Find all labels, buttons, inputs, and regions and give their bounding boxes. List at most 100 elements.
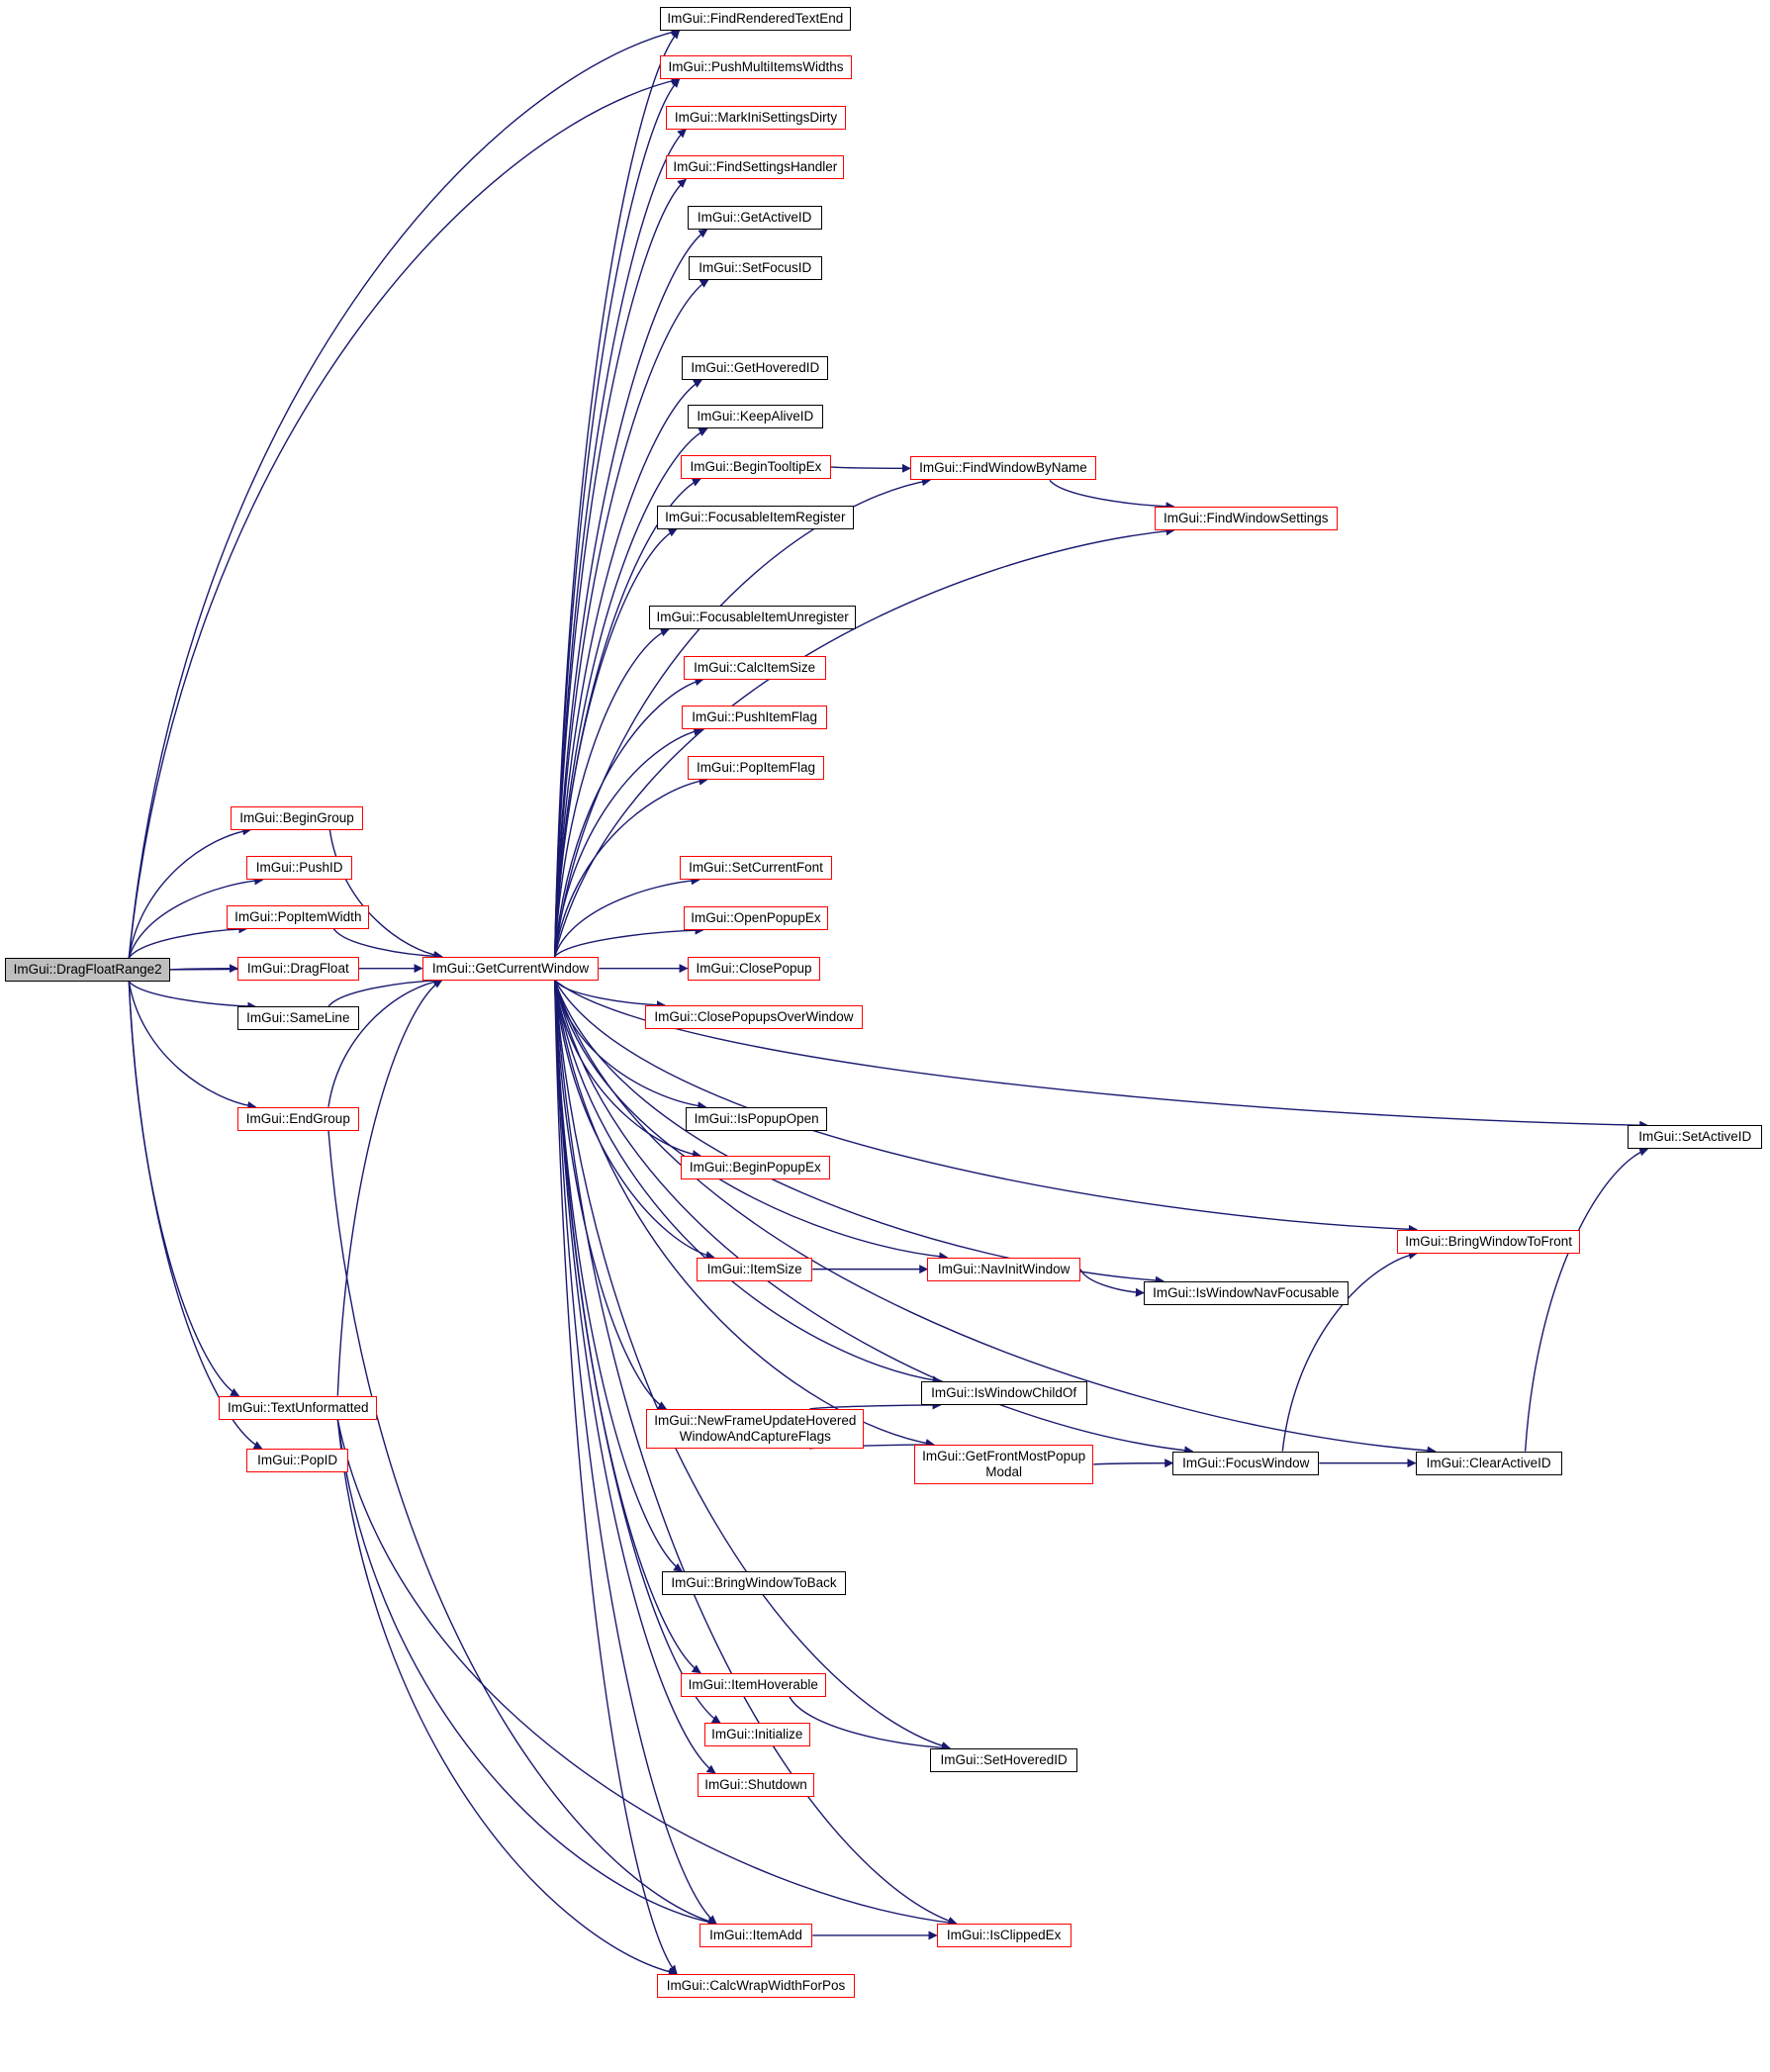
node-focusable-item-unregister[interactable]: ImGui::FocusableItemUnregister [648,605,857,629]
node-find-settings-handler[interactable]: ImGui::FindSettingsHandler [666,155,845,180]
node-get-active-id[interactable]: ImGui::GetActiveID [687,205,822,230]
edge-GetCurrentWindow-to-SetActiveID [554,980,1649,1130]
node-set-current-font[interactable]: ImGui::SetCurrentFont [679,856,833,881]
edge-DragFloatRange2-to-TextUnformatted [128,981,240,1397]
node-open-popup-ex[interactable]: ImGui::OpenPopupEx [683,905,829,930]
node-is-window-child-of[interactable]: ImGui::IsWindowChildOf [920,1380,1087,1405]
node-nav-init-window[interactable]: ImGui::NavInitWindow [927,1257,1080,1281]
node-begin-tooltip-ex[interactable]: ImGui::BeginTooltipEx [680,454,831,479]
edge-GetCurrentWindow-to-PopItemFlag [553,776,708,957]
node-is-clipped-ex[interactable]: ImGui::IsClippedEx [936,1923,1071,1947]
edge-GetCurrentWindow-to-FocusWindow [553,980,1194,1456]
node-find-window-settings[interactable]: ImGui::FindWindowSettings [1154,506,1338,530]
edge-GetCurrentWindow-to-Shutdown [553,980,716,1774]
edge-NavInitWindow-to-IsWindowNavFocusable [1079,1269,1145,1297]
edge-DragFloatRange2-to-SameLine [128,981,257,1011]
node-clear-active-id[interactable]: ImGui::ClearActiveID [1415,1451,1562,1475]
node-new-frame-update-hovered[interactable]: ImGui::NewFrameUpdateHovered WindowAndCa… [646,1408,865,1449]
node-text-unformatted[interactable]: ImGui::TextUnformatted [219,1395,378,1420]
edge-ItemHoverable-to-SetHoveredID [789,1696,951,1752]
node-find-window-by-name[interactable]: ImGui::FindWindowByName [909,456,1096,481]
edge-GetCurrentWindow-to-GetActiveID [553,229,708,957]
edge-ClearActiveID-to-SetActiveID [1524,1147,1649,1452]
edge-GetCurrentWindow-to-IsClippedEx [553,980,958,1926]
node-push-id[interactable]: ImGui::PushID [246,856,352,881]
node-focus-window[interactable]: ImGui::FocusWindow [1172,1451,1320,1475]
edge-GetCurrentWindow-to-GetFrontMostPopupModal [553,980,935,1448]
edge-GetCurrentWindow-to-ClosePopupsOverWindow [554,980,666,1010]
node-item-add[interactable]: ImGui::ItemAdd [699,1923,813,1947]
edge-GetCurrentWindow-to-CalcItemSize [553,677,704,957]
node-set-hovered-id[interactable]: ImGui::SetHoveredID [929,1747,1078,1772]
node-pop-id[interactable]: ImGui::PopID [246,1448,348,1472]
edge-DragFloatRange2-to-FindRenderedTextEnd [128,28,681,959]
node-calc-item-size[interactable]: ImGui::CalcItemSize [683,655,826,680]
edge-PopItemWidth-to-GetCurrentWindow [332,928,443,961]
node-set-focus-id[interactable]: ImGui::SetFocusID [688,255,822,280]
edge-GetCurrentWindow-to-SetFocusID [553,279,709,957]
node-set-active-id[interactable]: ImGui::SetActiveID [1628,1125,1763,1150]
node-bring-window-to-front[interactable]: ImGui::BringWindowToFront [1396,1229,1581,1254]
node-shutdown[interactable]: ImGui::Shutdown [698,1772,814,1797]
node-close-popup[interactable]: ImGui::ClosePopup [687,956,821,981]
node-push-multi-items-widths[interactable]: ImGui::PushMultiItemsWidths [659,54,853,79]
node-find-rendered-text-end[interactable]: ImGui::FindRenderedTextEnd [659,6,851,31]
node-is-popup-open[interactable]: ImGui::IsPopupOpen [686,1106,827,1131]
node-begin-popup-ex[interactable]: ImGui::BeginPopupEx [680,1155,830,1179]
edge-GetCurrentWindow-to-FocusableItemRegister [553,528,678,957]
edge-DragFloatRange2-to-EndGroup [128,981,257,1110]
edge-DragFloatRange2-to-PopItemWidth [128,924,248,959]
node-pop-item-flag[interactable]: ImGui::PopItemFlag [687,755,825,780]
edge-DragFloatRange2-to-PushID [128,876,264,959]
edge-DragFloatRange2-to-PopID [128,981,263,1450]
node-calc-wrap-width-for-pos[interactable]: ImGui::CalcWrapWidthForPos [656,1973,855,1998]
edge-SameLine-to-GetCurrentWindow [327,976,443,1007]
node-bring-window-to-back[interactable]: ImGui::BringWindowToBack [662,1570,846,1595]
edge-DragFloatRange2-to-BeginGroup [128,826,252,959]
edge-TextUnformatted-to-GetCurrentWindow [336,980,443,1396]
node-begin-group[interactable]: ImGui::BeginGroup [231,805,363,830]
node-close-popups-over-window[interactable]: ImGui::ClosePopupsOverWindow [644,1004,863,1029]
edge-GetCurrentWindow-to-BeginPopupEx [553,980,701,1160]
edge-EndGroup-to-ItemAdd [327,1130,717,1926]
node-item-hoverable[interactable]: ImGui::ItemHoverable [680,1672,826,1697]
node-drag-float[interactable]: ImGui::DragFloat [236,956,359,981]
edge-GetCurrentWindow-to-SetHoveredID [553,980,951,1750]
edge-TextUnformatted-to-CalcWrapWidthForPos [336,1419,678,1977]
edge-GetCurrentWindow-to-PushMultiItemsWidths [553,78,681,957]
edge-GetCurrentWindow-to-FocusableItemUnregister [553,627,670,957]
node-end-group[interactable]: ImGui::EndGroup [236,1106,359,1131]
node-item-size[interactable]: ImGui::ItemSize [696,1257,813,1281]
edge-BeginGroup-to-GetCurrentWindow [328,829,443,960]
node-initialize[interactable]: ImGui::Initialize [703,1723,810,1747]
node-mark-ini-settings-dirty[interactable]: ImGui::MarkIniSettingsDirty [666,105,846,130]
edge-GetCurrentWindow-to-GetHoveredID [553,379,703,957]
node-drag-float-range2[interactable]: ImGui::DragFloatRange2 [5,957,170,982]
edge-GetCurrentWindow-to-NewFrameUpdateHovered [553,980,668,1410]
edge-GetCurrentWindow-to-Initialize [553,980,721,1724]
edge-GetCurrentWindow-to-OpenPopupEx [554,925,704,958]
node-pop-item-width[interactable]: ImGui::PopItemWidth [227,904,370,929]
edge-GetCurrentWindow-to-BringWindowToFront [554,980,1418,1234]
node-is-window-nav-focusable[interactable]: ImGui::IsWindowNavFocusable [1143,1280,1349,1305]
node-keep-alive-id[interactable]: ImGui::KeepAliveID [687,405,823,429]
node-same-line[interactable]: ImGui::SameLine [236,1006,359,1031]
node-get-hovered-id[interactable]: ImGui::GetHoveredID [682,355,829,380]
edge-GetCurrentWindow-to-FindWindowSettings [553,526,1175,957]
edge-GetFrontMostPopupModal-to-FocusWindow [1093,1459,1174,1468]
edge-GetCurrentWindow-to-FindSettingsHandler [553,178,688,957]
node-focusable-item-register[interactable]: ImGui::FocusableItemRegister [656,505,854,529]
edge-FindWindowByName-to-FindWindowSettings [1049,479,1175,512]
edge-TextUnformatted-to-ItemAdd [336,1419,717,1927]
edge-GetCurrentWindow-to-PushItemFlag [553,726,703,957]
node-get-front-most-popup-modal[interactable]: ImGui::GetFrontMostPopup Modal [913,1444,1094,1484]
edge-EndGroup-to-GetCurrentWindow [327,977,443,1107]
edge-BeginTooltipEx-to-FindWindowByName [830,463,911,473]
edge-GetCurrentWindow-to-ClearActiveID [553,980,1437,1456]
edge-GetCurrentWindow-to-ItemAdd [553,980,717,1925]
edge-GetCurrentWindow-to-ItemSize [553,980,715,1261]
node-get-current-window[interactable]: ImGui::GetCurrentWindow [421,956,600,981]
node-push-item-flag[interactable]: ImGui::PushItemFlag [682,706,827,730]
